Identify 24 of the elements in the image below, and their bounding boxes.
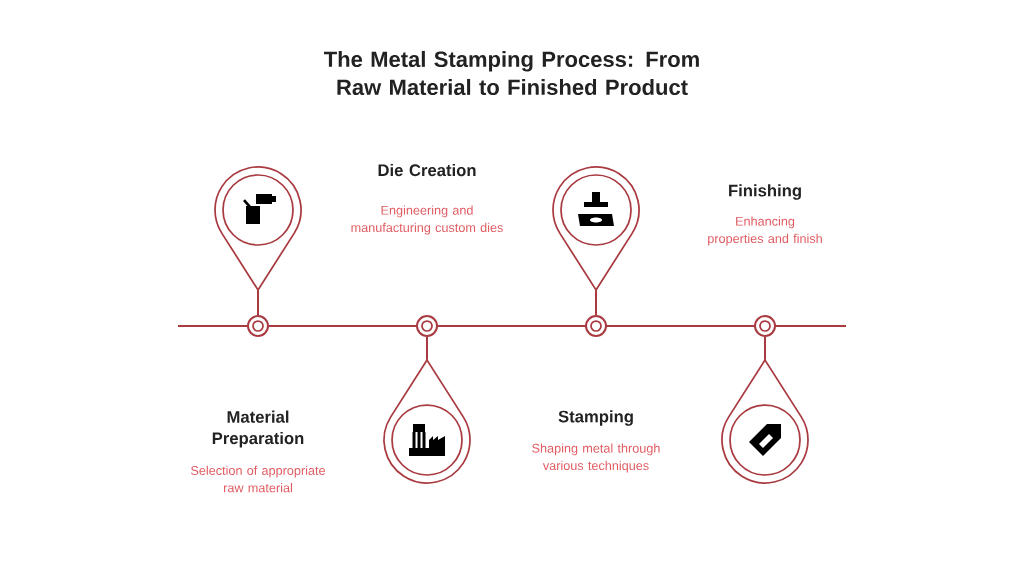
title: The Metal Stamping Process: From Raw Material to Finished Product xyxy=(324,50,699,96)
timeline-dot xyxy=(585,315,607,337)
connector-line xyxy=(257,289,259,316)
timeline-dot xyxy=(754,315,776,337)
timeline-dot xyxy=(247,315,269,337)
connector-line xyxy=(268,325,417,327)
map-pin xyxy=(214,166,302,291)
step-title: Die Creation xyxy=(378,163,476,177)
connector-line xyxy=(437,325,586,327)
step-description: Engineering and manufacturing custom dies xyxy=(351,205,503,235)
step-title: Stamping xyxy=(558,410,633,426)
connector-line xyxy=(764,336,766,361)
map-pin xyxy=(721,359,809,484)
timeline-dot xyxy=(416,315,438,337)
step-description: Selection of appropriate raw material xyxy=(191,465,325,493)
step-title: Finishing xyxy=(729,184,801,200)
map-pin xyxy=(552,166,640,291)
connector-line xyxy=(595,289,597,316)
step-description: Enhancing properties and finish xyxy=(708,216,822,246)
map-pin xyxy=(383,359,471,484)
step-title: Material Preparation xyxy=(212,410,304,448)
step-description: Shaping metal through various techniques xyxy=(532,443,660,473)
connector-line xyxy=(606,325,755,327)
connector-line xyxy=(426,336,428,361)
